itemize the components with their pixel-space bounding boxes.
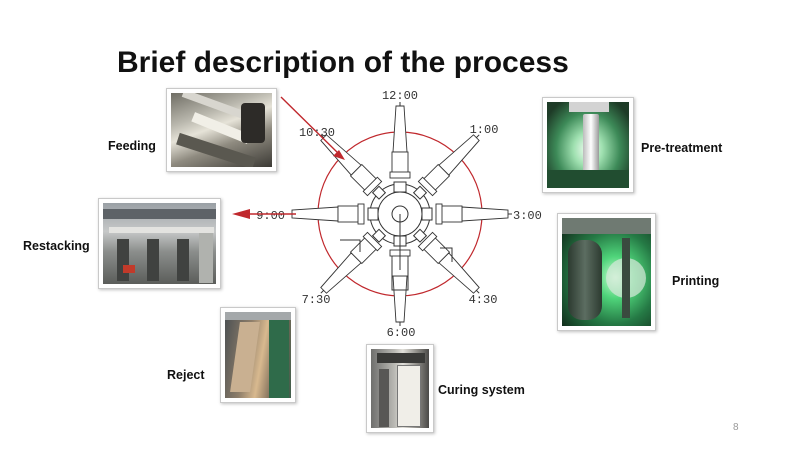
clock-0130-label: 1:00 — [470, 123, 499, 137]
page-number: 8 — [733, 422, 739, 433]
feeding-photo — [166, 88, 277, 172]
curing-label: Curing system — [438, 383, 525, 397]
clock-1200-label: 12:00 — [382, 89, 418, 103]
printing-photo — [557, 213, 656, 331]
restacking-photo — [98, 198, 221, 289]
clock-0730-label: 7:30 — [302, 293, 331, 307]
restacking-arrow — [232, 209, 296, 219]
clock-0430-label: 4:30 — [469, 293, 498, 307]
mandrel-spoke — [417, 134, 480, 197]
mandrel-spoke — [417, 231, 480, 294]
restacking-label: Restacking — [23, 239, 90, 253]
feeding-label: Feeding — [108, 139, 156, 153]
clock-0900-label: 9:00 — [256, 209, 285, 223]
mandrel-spoke — [389, 102, 411, 179]
pretreatment-label: Pre-treatment — [641, 141, 723, 155]
pretreatment-photo — [542, 97, 634, 193]
feeding-arrow — [280, 96, 345, 160]
printing-label: Printing — [672, 274, 720, 288]
turret-hub — [340, 181, 453, 291]
mandrel-spoke — [435, 203, 512, 225]
clock-0600-label: 6:00 — [387, 326, 416, 340]
mandrel-spoke — [320, 231, 383, 294]
curing-photo — [366, 344, 434, 433]
clock-0300-label: 3:00 — [513, 209, 542, 223]
mandrel-spoke — [288, 203, 365, 225]
reject-label: Reject — [167, 368, 205, 382]
mandrel-spokes — [288, 102, 512, 326]
reject-photo — [220, 307, 296, 403]
slide-title: Brief description of the process — [117, 46, 569, 78]
